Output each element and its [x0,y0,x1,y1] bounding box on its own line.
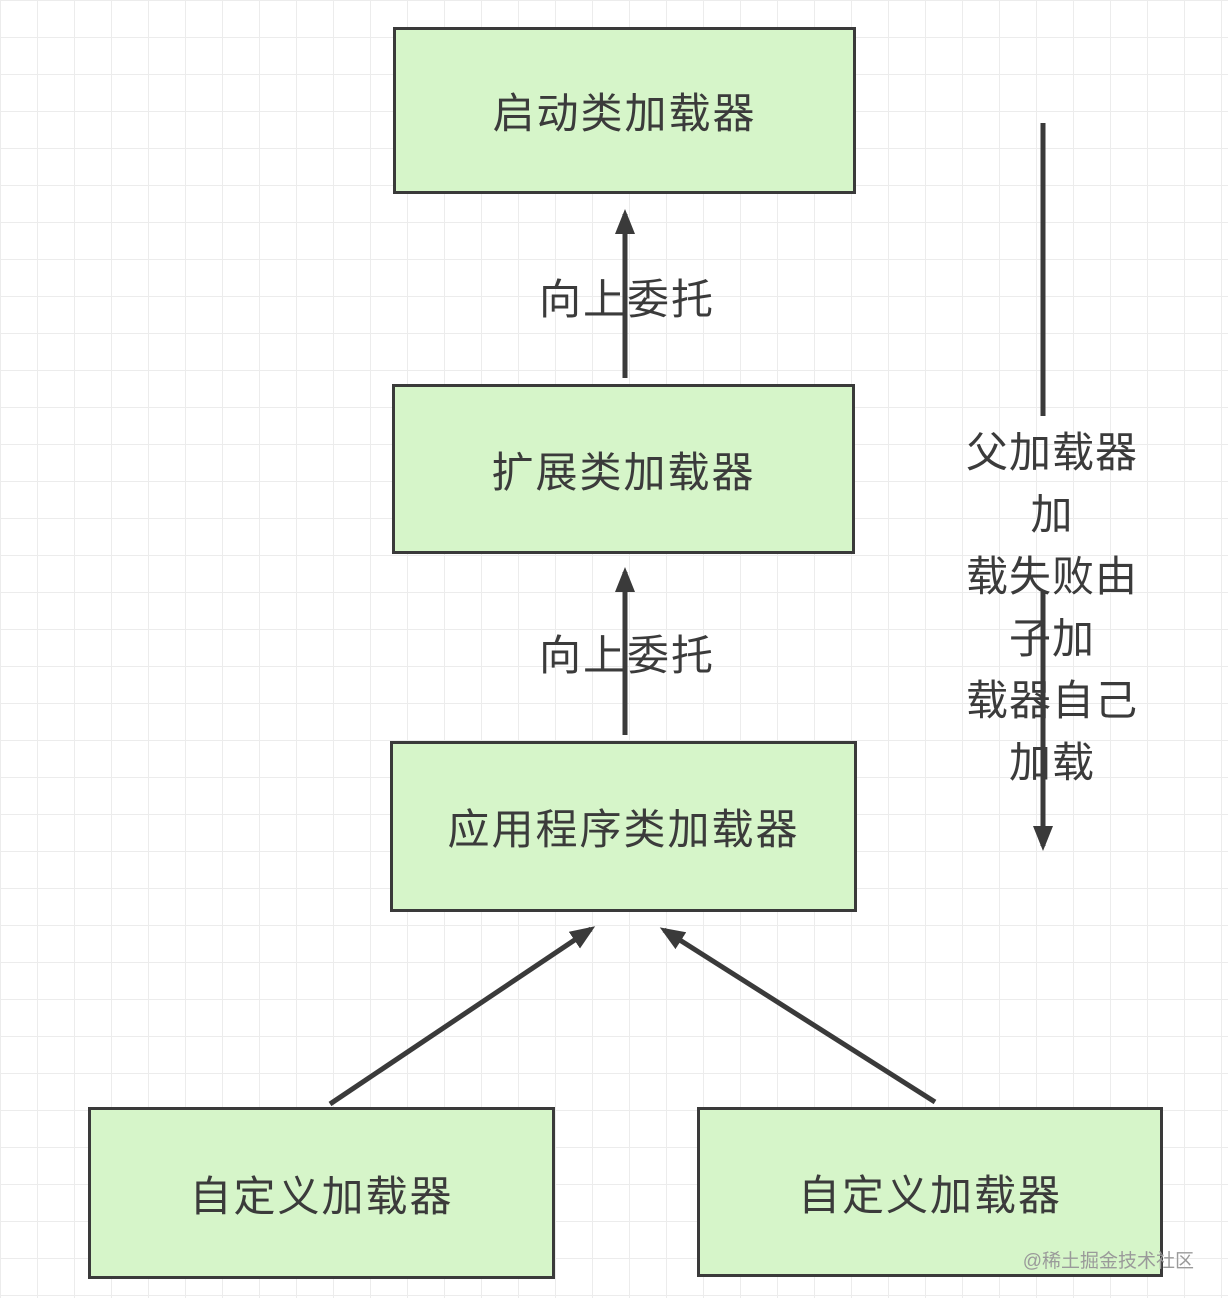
arrow-custom-right-to-application [659,927,937,1105]
node-application-label: 应用程序类加载器 [447,806,800,853]
node-bootstrap-classloader: 启动类加载器 [393,27,856,194]
node-extension-label: 扩展类加载器 [491,448,756,496]
side-note-parent-load-fail: 父加载器加 载失败由子加 载器自己加载 [965,429,1138,786]
watermark-juejin: @稀土掘金技术社区 [1022,1251,1194,1272]
node-extension-classloader: 扩展类加载器 [392,384,855,554]
node-custom-classloader-left: 自定义加载器 [88,1107,555,1279]
node-custom-left-label: 自定义加载器 [189,1172,454,1220]
arrow-custom-left-to-application [328,926,596,1107]
node-custom-classloader-right: 自定义加载器 [697,1107,1163,1277]
edge-label-delegate-up-2: 向上委托 [538,632,716,679]
node-custom-right-label: 自定义加载器 [797,1171,1062,1219]
node-bootstrap-label: 启动类加载器 [492,90,757,137]
node-application-classloader: 应用程序类加载器 [390,741,857,912]
edge-label-delegate-up-1: 向上委托 [538,276,716,323]
